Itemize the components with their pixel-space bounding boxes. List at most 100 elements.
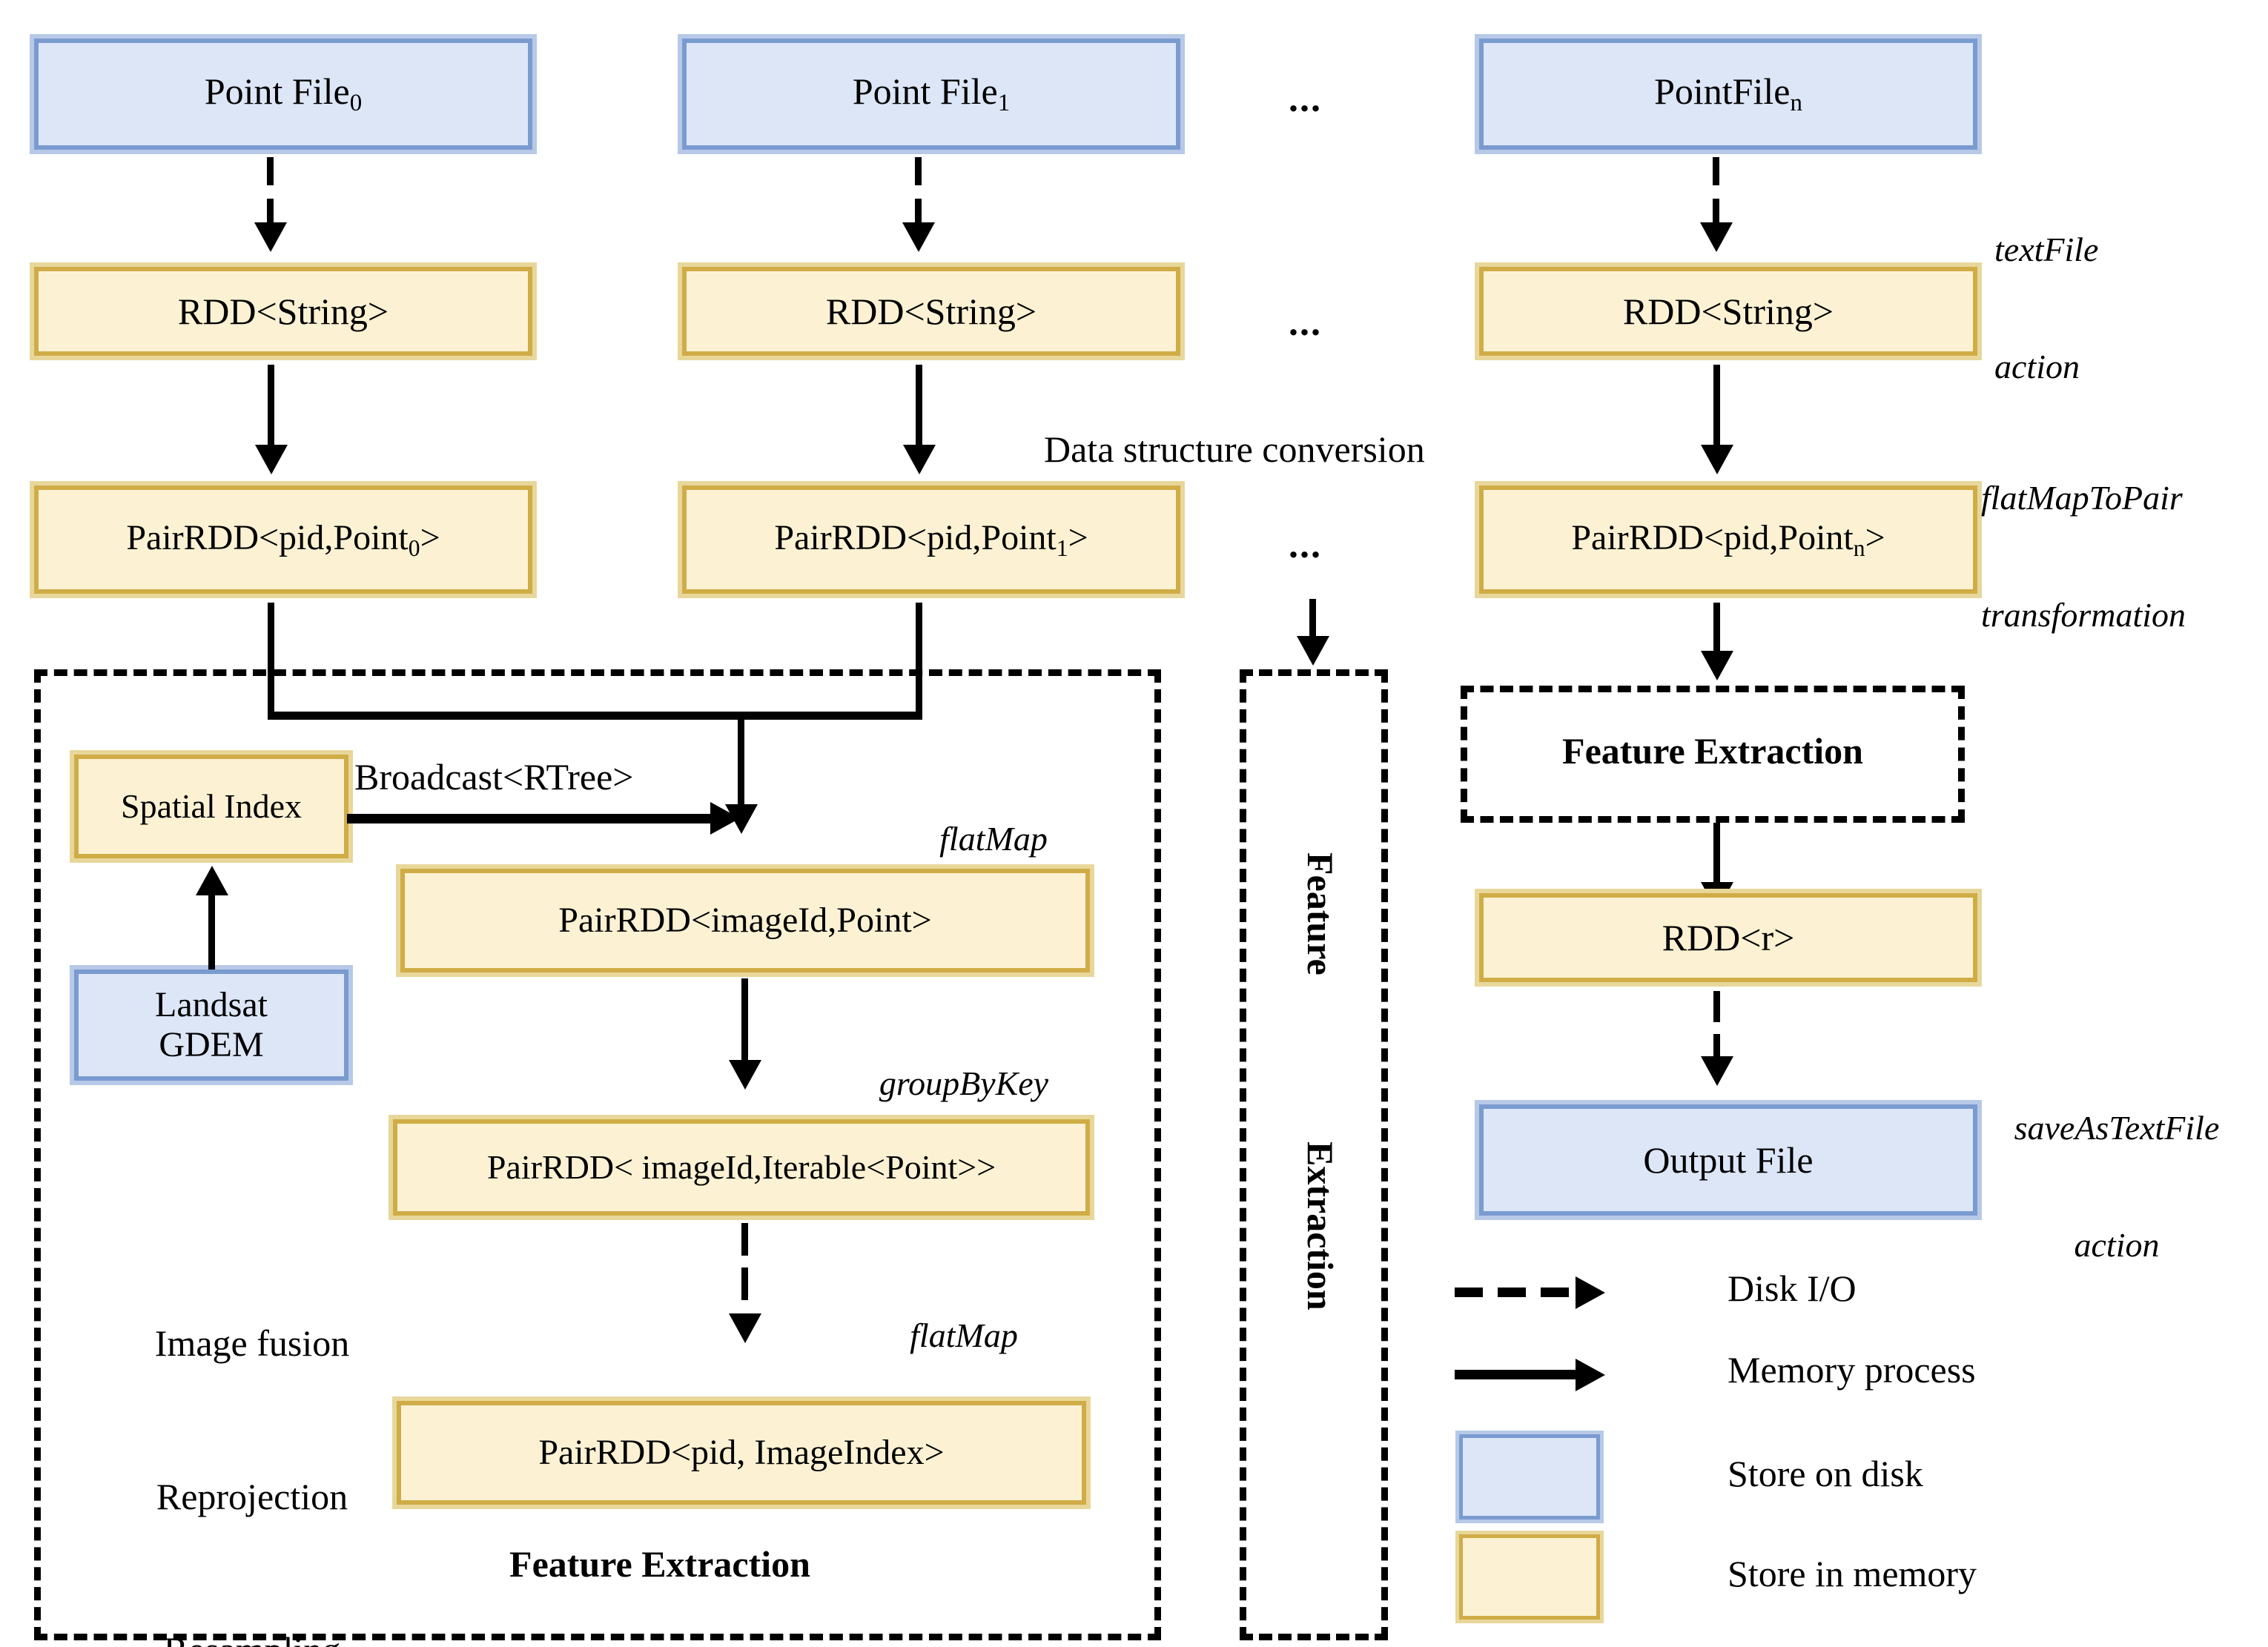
pair-rdd-1-box[interactable]: PairRDD<pid,Point1> [682, 486, 1180, 594]
legend-solid-line [1455, 1370, 1579, 1379]
saveastextfile-line2: action [2074, 1226, 2160, 1265]
arrowhead-rdd1 [903, 445, 936, 474]
operation-item: Image fusion [154, 1322, 350, 1364]
arrowhead-groupbykey [729, 1060, 761, 1090]
edge-iterable-to-imageindex-a [741, 1223, 748, 1256]
legend-memory-process-label: Memory process [1728, 1349, 1976, 1391]
extraction-vertical-label: Extraction [1300, 1141, 1341, 1310]
feature-vertical-label: Feature [1300, 852, 1341, 975]
spatial-index-label: Spatial Index [121, 787, 302, 826]
landsat-gdem-label: Landsat GDEM [155, 985, 268, 1064]
spatial-index-box[interactable]: Spatial Index [74, 755, 348, 858]
arrowhead-pfn [1700, 222, 1733, 252]
output-file-label: Output File [1643, 1139, 1814, 1181]
arrowhead-pairn-to-fe [1701, 651, 1733, 680]
legend-store-on-disk-swatch [1459, 1434, 1600, 1520]
pair-rdd-n-label: PairRDD<pid,Pointn> [1571, 517, 1885, 561]
legend-store-on-disk-label: Store on disk [1728, 1453, 1923, 1494]
textfile-action-label: textFile action [1994, 152, 2098, 465]
broadcast-arrow-line [347, 814, 725, 824]
arrowhead-broadcast [710, 802, 740, 835]
edge-iterable-to-imageindex-b [741, 1267, 748, 1300]
rdd-r-box[interactable]: RDD<r> [1479, 893, 1977, 982]
arrowhead-rddn [1701, 445, 1733, 474]
arrowhead-ellipsis [1297, 636, 1329, 666]
edge-rddn-to-pairn [1713, 365, 1720, 454]
operation-item: Reprojection [156, 1476, 348, 1517]
legend-store-in-memory-swatch [1459, 1534, 1600, 1620]
join-bus-down [738, 712, 744, 812]
point-file-n-box[interactable]: PointFilen [1479, 39, 1977, 150]
feature-extraction-region-left [34, 669, 1161, 1640]
flatmap1-line1: flatMap [939, 819, 1048, 858]
edge-pf1-to-rdd1-dash2 [915, 199, 922, 228]
landsat-gdem-box[interactable]: Landsat GDEM [74, 970, 348, 1081]
legend-dash-3 [1541, 1288, 1569, 1297]
pair-rdd-image-index-label: PairRDD<pid, ImageIndex> [538, 1433, 945, 1473]
arrowhead-output-file [1701, 1056, 1733, 1086]
arrowhead-pf1 [902, 222, 935, 252]
rdd-string-0-label: RDD<String> [177, 291, 389, 332]
pair-rdd-n-box[interactable]: PairRDD<pid,Pointn> [1479, 486, 1977, 594]
join-bus [268, 712, 922, 720]
ellipsis-bottom: ... [1289, 524, 1322, 566]
edge-pf1-to-rdd1 [915, 157, 922, 185]
edge-fe-to-rddr [1713, 823, 1720, 897]
point-file-0-box[interactable]: Point File0 [34, 39, 532, 150]
saveastextfile-line1: saveAsTextFile [2014, 1108, 2220, 1147]
pair-rdd-iterable-label: PairRDD< imageId,Iterable<Point>> [486, 1148, 996, 1187]
feature-extraction-right-label: Feature Extraction [1562, 730, 1863, 772]
pair-rdd-0-box[interactable]: PairRDD<pid,Point0> [34, 486, 532, 594]
operations-list: Image fusion Reprojection Resampling Rea… [96, 1216, 408, 1647]
edge-landsat-to-spatialindex [208, 873, 215, 970]
rdd-string-n-box[interactable]: RDD<String> [1479, 267, 1977, 356]
edge-pair0-to-bus [268, 603, 274, 718]
edge-imgpoint-to-iterable [741, 978, 748, 1075]
pair-rdd-1-label: PairRDD<pid,Point1> [774, 517, 1088, 561]
arrowhead-pf0 [254, 222, 287, 252]
groupbykey-line1: groupByKey [879, 1064, 1049, 1102]
rdd-string-0-box[interactable]: RDD<String> [34, 267, 532, 356]
point-file-n-label: PointFilen [1654, 70, 1802, 117]
feature-extraction-region-connector [1240, 669, 1388, 1640]
flatmaptopair-label: flatMapToPair transformation [1981, 400, 2186, 714]
saveastextfile-action-label: saveAsTextFile action [1965, 1030, 2268, 1344]
operation-item: Resampling [96, 1625, 408, 1647]
point-file-1-box[interactable]: Point File1 [682, 39, 1180, 150]
textfile-line2: action [1994, 348, 2080, 386]
pair-rdd-iterable-box[interactable]: PairRDD< imageId,Iterable<Point>> [393, 1119, 1090, 1216]
legend-disk-io-label: Disk I/O [1728, 1267, 1857, 1309]
edge-rdd1-to-pair1 [916, 365, 922, 454]
pair-rdd-imageid-point-box[interactable]: PairRDD<imageId,Point> [400, 869, 1090, 972]
arrowhead-rdd0 [255, 445, 288, 474]
edge-pair1-to-bus [916, 603, 922, 718]
rdd-string-n-label: RDD<String> [1622, 291, 1834, 332]
rdd-string-1-box[interactable]: RDD<String> [682, 267, 1180, 356]
edge-pfn-to-rddn-dash2 [1713, 199, 1719, 228]
pair-rdd-image-index-box[interactable]: PairRDD<pid, ImageIndex> [397, 1401, 1086, 1505]
ellipsis-top: ... [1289, 78, 1322, 120]
edge-pf0-to-rdd0 [267, 157, 274, 185]
edge-pfn-to-rddn [1713, 157, 1719, 185]
legend-solid-arrowhead [1576, 1359, 1605, 1391]
ellipsis-middle: ... [1289, 302, 1322, 344]
output-file-box[interactable]: Output File [1479, 1104, 1977, 1216]
arrowhead-flatmap2 [729, 1313, 761, 1343]
feature-extraction-left-label: Feature Extraction [509, 1543, 810, 1585]
edge-rddr-to-output-a [1713, 991, 1720, 1022]
flatmaptopair-line2: transformation [1981, 596, 2186, 634]
edge-pf0-to-rdd0-dash2 [267, 199, 274, 228]
legend-store-in-memory-label: Store in memory [1728, 1553, 1977, 1594]
broadcast-rtree-label: Broadcast<RTree> [354, 756, 634, 798]
flatmaptopair-line1: flatMapToPair [1981, 478, 2183, 517]
point-file-1-label: Point File1 [852, 70, 1011, 117]
edge-ellipsis-to-connector [1309, 599, 1316, 660]
legend-dash-2 [1498, 1288, 1526, 1297]
edge-rddr-to-output-b [1713, 1034, 1720, 1064]
legend-dash-1 [1455, 1288, 1483, 1297]
data-structure-conversion-label: Data structure conversion [1044, 428, 1425, 470]
legend-dashed-arrowhead [1576, 1276, 1605, 1309]
pair-rdd-0-label: PairRDD<pid,Point0> [126, 517, 440, 561]
arrowhead-landsat [196, 866, 228, 895]
